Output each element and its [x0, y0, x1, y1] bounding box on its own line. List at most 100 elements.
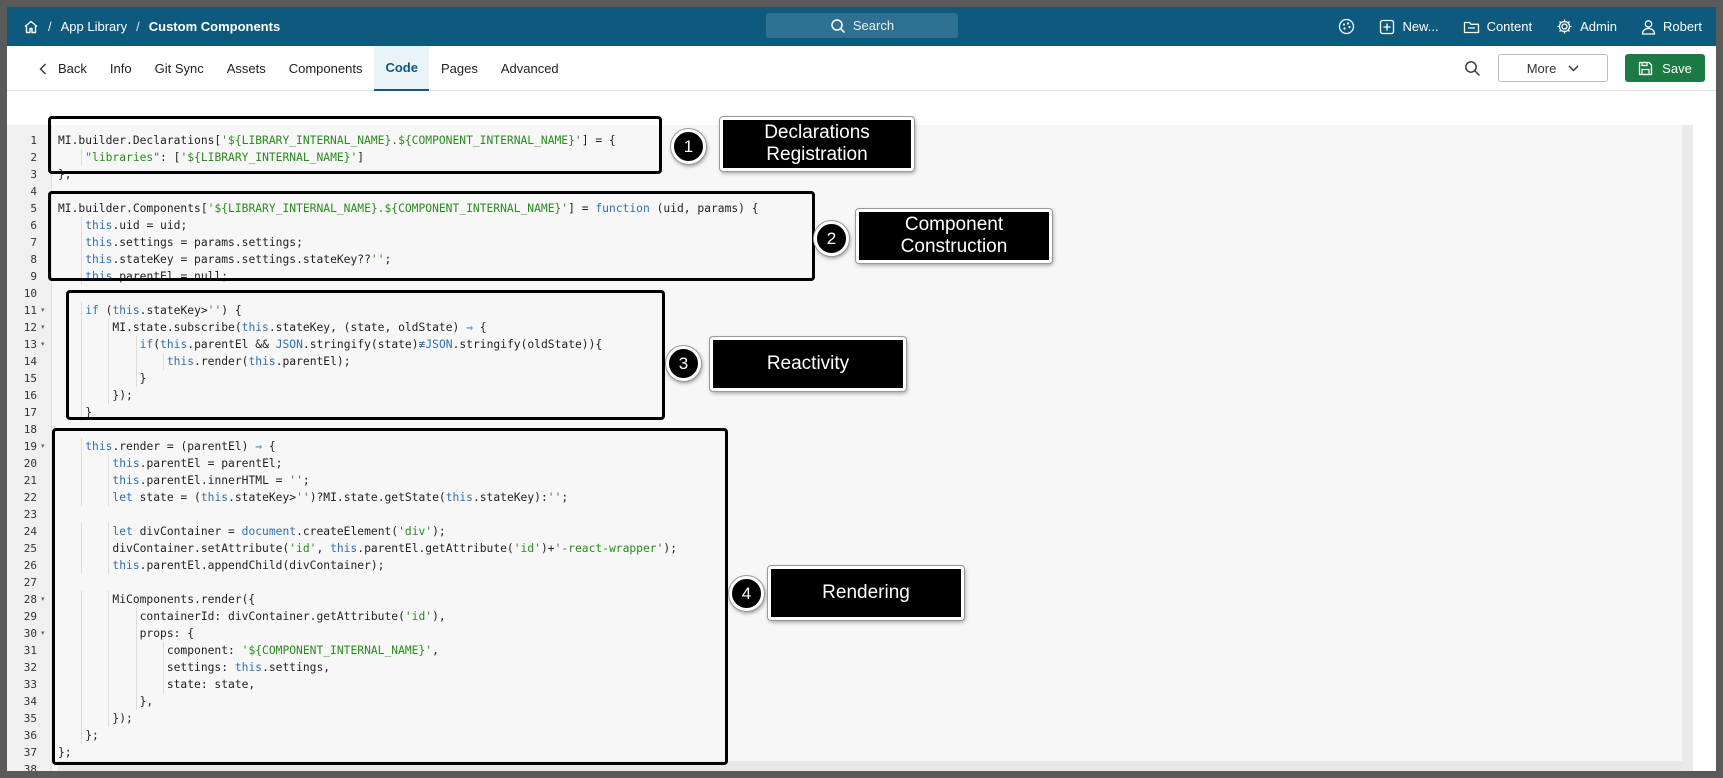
tab-advanced[interactable]: Advanced — [500, 61, 559, 76]
code-line: this.render(this.parentEl); — [166, 355, 351, 368]
global-search[interactable]: Search — [766, 13, 958, 38]
line-number: 27 — [23, 576, 37, 589]
indent-guide — [108, 540, 110, 557]
indent-guide — [135, 370, 137, 387]
indent-guide — [81, 523, 83, 540]
indent-guide — [108, 336, 110, 353]
line-number: 33 — [23, 678, 37, 691]
indent-guide — [108, 710, 110, 727]
line-number: 25 — [23, 542, 37, 555]
annotation-box-reactivity — [66, 290, 665, 420]
indent-guide — [108, 676, 110, 693]
line-number: 20 — [23, 457, 37, 470]
line-number: 3 — [30, 168, 37, 181]
indent-guide — [81, 251, 83, 268]
code-line: this.parentEl = parentEl; — [112, 457, 283, 470]
indent-guide — [81, 353, 83, 370]
tab-assets[interactable]: Assets — [226, 61, 266, 76]
line-number: 1 — [30, 134, 37, 147]
admin-button[interactable]: Admin — [1556, 18, 1617, 35]
code-line: } — [58, 372, 147, 385]
indent-guide — [108, 353, 110, 370]
editor-scrollbar[interactable] — [1682, 125, 1693, 771]
tab-components[interactable]: Components — [288, 61, 363, 76]
indent-guide — [81, 727, 83, 744]
fold-toggle-icon[interactable]: ▾ — [41, 341, 45, 348]
annotation-label-4: Rendering — [768, 566, 964, 620]
indent-guide — [81, 625, 83, 642]
code-line: if(this.parentEl && JSON.stringify(state… — [139, 338, 603, 351]
code-area[interactable]: MI.builder.Declarations['${LIBRARY_INTER… — [58, 125, 1693, 771]
tab-info[interactable]: Info — [109, 61, 132, 76]
palette-icon — [1338, 18, 1355, 35]
indent-guide — [135, 336, 137, 353]
home-icon[interactable] — [23, 19, 39, 35]
code-line: if (this.stateKey>'') { — [85, 304, 242, 317]
line-number: 38 — [23, 763, 37, 771]
search-icon — [830, 18, 846, 34]
tab-pages[interactable]: Pages — [440, 61, 478, 76]
breadcrumb: / App Library / Custom Components — [23, 7, 280, 46]
component-toolbar: Back Info Git Sync Assets Components Cod… — [7, 46, 1716, 91]
line-number: 30 — [23, 627, 37, 640]
indent-guide — [81, 540, 83, 557]
indent-guide — [108, 642, 110, 659]
gear-icon — [1556, 18, 1573, 35]
tab-git-sync[interactable]: Git Sync — [154, 61, 204, 76]
indent-guide — [81, 319, 83, 336]
back-button[interactable]: Back — [35, 46, 98, 91]
indent-guide — [108, 319, 110, 336]
indent-guide — [81, 557, 83, 574]
line-number: 5 — [30, 202, 37, 215]
tab-code[interactable]: Code — [373, 46, 430, 91]
fold-toggle-icon[interactable]: ▾ — [41, 443, 45, 450]
indent-guide — [135, 642, 137, 659]
indent-guide — [81, 659, 83, 676]
indent-guide — [81, 693, 83, 710]
indent-guide — [162, 642, 164, 659]
breadcrumb-app-library[interactable]: App Library — [60, 19, 128, 34]
search-icon[interactable] — [1464, 60, 1481, 77]
indent-guide — [108, 455, 110, 472]
line-number: 19 — [23, 440, 37, 453]
content-button[interactable]: Content — [1463, 19, 1532, 35]
indent-guide — [108, 591, 110, 608]
indent-guide — [81, 608, 83, 625]
code-line: MI.state.subscribe(this.stateKey, (state… — [58, 321, 487, 334]
more-dropdown[interactable]: More — [1498, 54, 1608, 82]
save-button[interactable]: Save — [1625, 54, 1705, 82]
palette-button[interactable] — [1338, 18, 1355, 35]
indent-guide — [81, 387, 83, 404]
app-window: / App Library / Custom Components Search… — [7, 7, 1716, 771]
line-number: 7 — [30, 236, 37, 249]
plus-square-icon — [1379, 19, 1395, 35]
fold-toggle-icon[interactable]: ▾ — [41, 324, 45, 331]
breadcrumb-current: Custom Components — [148, 19, 281, 34]
annotation-badge-1: 1 — [671, 129, 706, 164]
indent-guide — [108, 693, 110, 710]
line-number: 28 — [23, 593, 37, 606]
fold-toggle-icon[interactable]: ▾ — [41, 307, 45, 314]
fold-toggle-icon[interactable]: ▾ — [41, 630, 45, 637]
line-number: 36 — [23, 729, 37, 742]
breadcrumb-separator: / — [48, 19, 52, 34]
save-icon — [1638, 61, 1653, 76]
line-number: 29 — [23, 610, 37, 623]
indent-guide — [108, 523, 110, 540]
new-button[interactable]: New... — [1379, 19, 1439, 35]
code-line: MI.builder.Declarations['${LIBRARY_INTER… — [58, 134, 616, 147]
code-line: state: state, — [58, 678, 256, 691]
code-line: this.uid = uid; — [85, 219, 188, 232]
indent-guide — [81, 676, 83, 693]
line-number: 17 — [23, 406, 37, 419]
user-menu[interactable]: Robert — [1641, 19, 1702, 35]
line-number: 22 — [23, 491, 37, 504]
top-nav: New... Content Admin Robert — [1338, 7, 1702, 46]
new-label: New... — [1402, 19, 1439, 34]
indent-guide — [81, 591, 83, 608]
code-line: }; — [58, 746, 72, 759]
indent-guide — [162, 676, 164, 693]
fold-toggle-icon[interactable]: ▾ — [41, 596, 45, 603]
